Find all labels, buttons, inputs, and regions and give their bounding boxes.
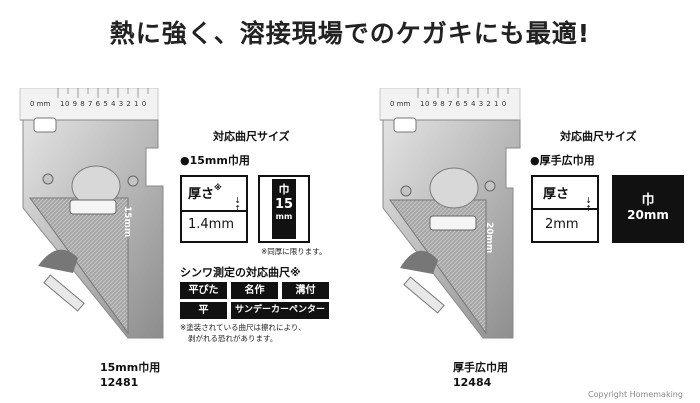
width-value: 15 <box>274 197 294 212</box>
thickness-value: 2mm <box>545 217 579 232</box>
tool-width-mark: 20mm <box>484 222 494 254</box>
compat-tag-mizotsuki: 溝付 <box>282 282 329 299</box>
scale-unit-label: 0 mm <box>30 100 51 108</box>
scale-numbers: 10 9 8 7 6 5 4 3 2 1 0 <box>60 100 147 108</box>
compat-tag-sunday-carpenter: サンデーカーペンター <box>231 302 329 319</box>
right-caption-code: 12484 <box>453 376 492 389</box>
left-caption-name: 15mm巾用 <box>100 361 161 374</box>
scale-numbers: 10 9 8 7 6 5 4 3 2 1 0 <box>420 100 507 108</box>
thickness-value: 1.4mm <box>188 217 235 232</box>
right-thickness-box: 厚さ 2mm ↓↑ <box>531 175 599 243</box>
width-label: 巾 <box>278 183 290 196</box>
scale-unit-label: 0 mm <box>390 100 411 108</box>
compat-tag-hirapita: 平ぴた <box>180 282 227 299</box>
tool-width-mark: 15mm <box>122 206 132 238</box>
compat-tag-meisaku: 名作 <box>231 282 278 299</box>
compat-tag-hira: 平 <box>180 302 227 319</box>
left-warning-1: ※塗装されている曲尺は擦れにより、 <box>180 323 306 332</box>
thickness-label: 厚さ <box>543 187 570 202</box>
product-image-15mm: 0 mm 10 9 8 7 6 5 4 3 2 1 0 15mm <box>18 87 188 343</box>
width-unit: mm <box>275 212 293 221</box>
right-width-box: 巾 20mm <box>612 175 684 243</box>
headline: 熱に強く、溶接現場でのケガキにも最適! <box>109 19 591 48</box>
product-image-20mm: 0 mm 10 9 8 7 6 5 4 3 2 1 0 20mm <box>378 87 528 343</box>
width-value: 20mm <box>627 208 669 222</box>
left-spec-label: ●15mm巾用 <box>180 154 250 167</box>
left-section-title: 対応曲尺サイズ <box>213 130 290 143</box>
thickness-label: 厚さ <box>188 187 215 202</box>
right-section-title: 対応曲尺サイズ <box>560 130 637 143</box>
right-spec-label: ●厚手広巾用 <box>530 154 595 167</box>
thickness-mark: ※ <box>214 183 222 192</box>
thickness-arrows: ↓↑ <box>585 196 592 213</box>
thickness-arrows: ↓↑ <box>234 196 241 213</box>
left-width-box: 巾 15 mm <box>258 175 310 243</box>
right-caption-name: 厚手広巾用 <box>453 361 508 374</box>
left-caption-code: 12481 <box>100 376 139 389</box>
left-note: ※同厚に限ります。 <box>261 247 327 256</box>
copyright: Copyright Homemaking <box>588 390 683 399</box>
left-thickness-box: 厚さ※ 1.4mm ↓↑ <box>180 175 248 243</box>
compat-title: シンワ測定の対応曲尺※ <box>180 266 301 279</box>
width-label: 巾 <box>641 193 655 208</box>
left-warning-2: 剥がれる恐れがあります。 <box>188 334 278 343</box>
